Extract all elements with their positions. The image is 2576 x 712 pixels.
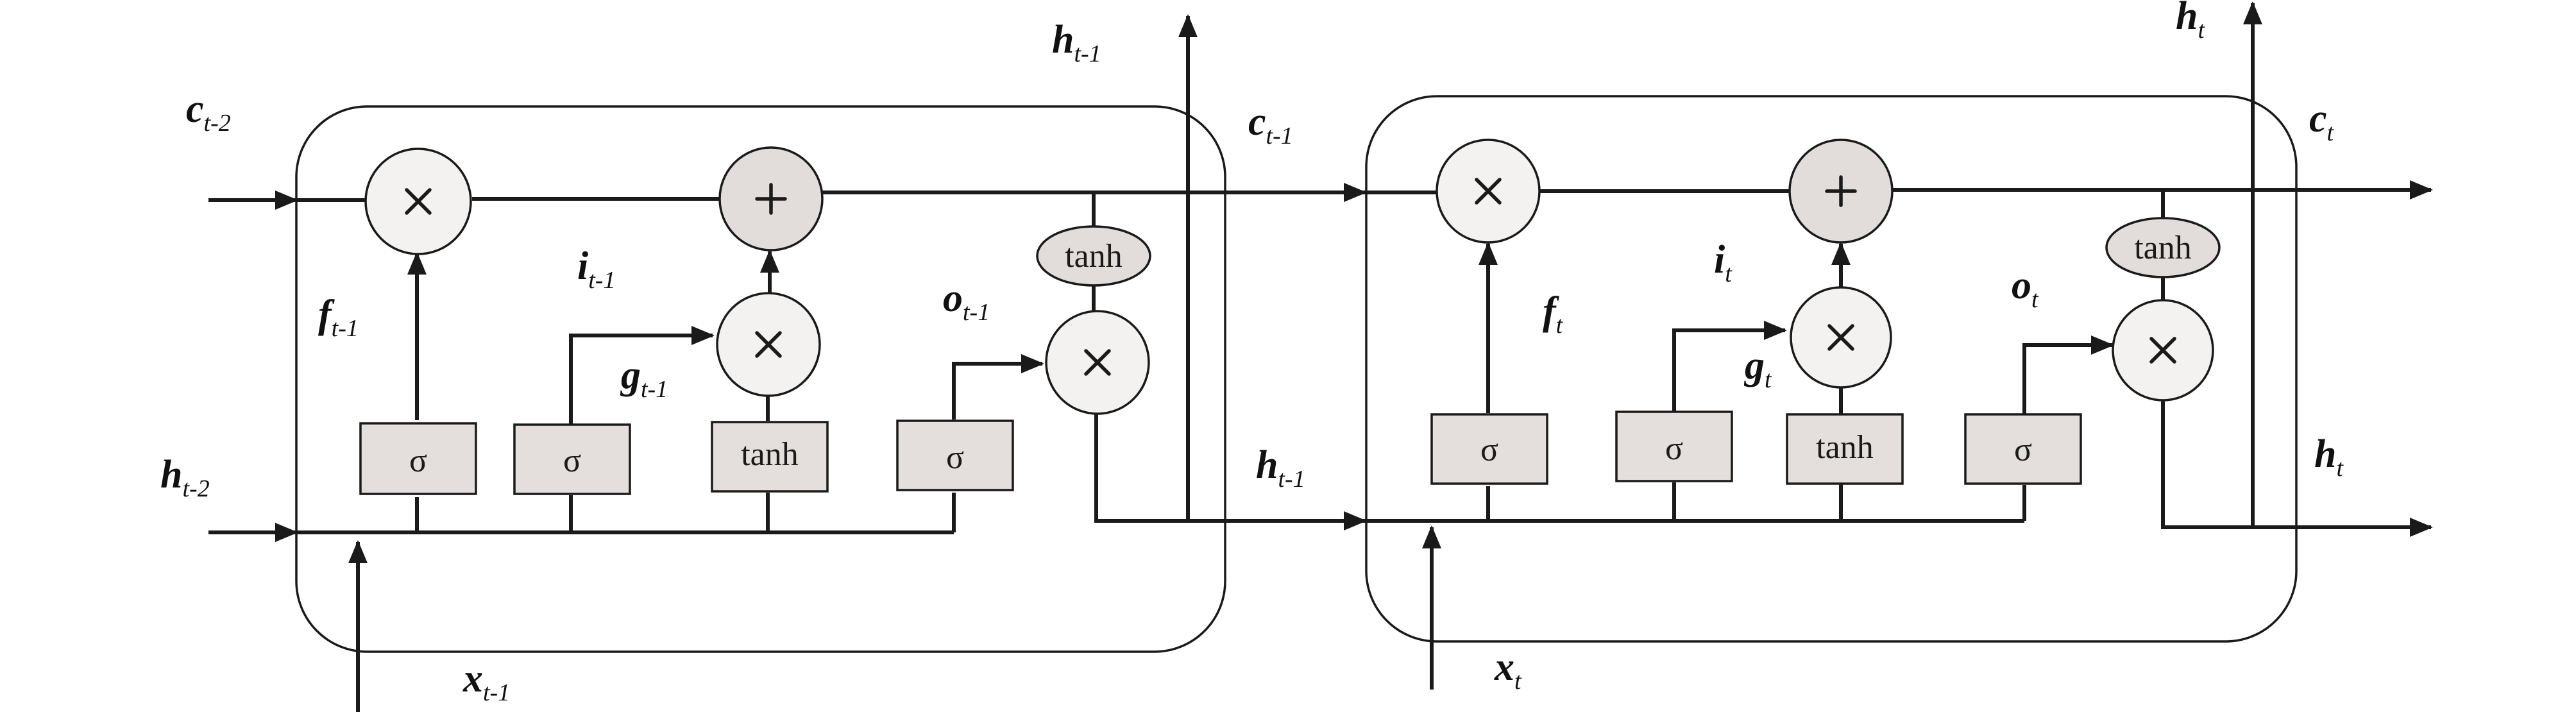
input-gate-wire bbox=[569, 326, 715, 425]
label-c-t-minus-2: ct-2 bbox=[186, 87, 231, 137]
sigma-label: σ bbox=[1665, 430, 1683, 467]
candidate-gate-box: tanh bbox=[1786, 413, 1904, 485]
label-h-t-minus-2: ht-2 bbox=[160, 453, 210, 502]
sigma-label: σ bbox=[2014, 432, 2032, 468]
variable-labels: ct-2 ht-2 ft-1 it-1 gt-1 ot-1 ht-1 ct-1 … bbox=[160, 0, 2344, 706]
plus-icon bbox=[755, 183, 787, 215]
output-gate-box: σ bbox=[896, 420, 1014, 491]
input-gate-box: σ bbox=[1615, 411, 1733, 482]
wires-left bbox=[208, 14, 1367, 712]
label-h-t-minus-1-mid: ht-1 bbox=[1256, 443, 1305, 493]
label-o-t: ot bbox=[2012, 264, 2039, 313]
input-gate-box: σ bbox=[513, 423, 631, 495]
candidate-gate-box: tanh bbox=[711, 421, 829, 493]
cell-boundary-left bbox=[295, 105, 1226, 653]
input-gate-wire bbox=[1672, 321, 1787, 412]
forget-gate-box: σ bbox=[1430, 413, 1548, 485]
label-i-t-minus-1: it-1 bbox=[577, 244, 615, 294]
sigma-label: σ bbox=[1480, 432, 1498, 468]
forget-multiply-node bbox=[1436, 139, 1541, 244]
tanh-label: tanh bbox=[2134, 230, 2192, 266]
output-gate-wire bbox=[2022, 335, 2114, 414]
label-c-t: ct bbox=[2309, 97, 2335, 146]
label-x-t-minus-1: xt-1 bbox=[462, 657, 510, 706]
tanh-label: tanh bbox=[1816, 429, 1874, 466]
label-f-t: ft bbox=[1543, 289, 1564, 339]
output-multiply-node bbox=[1045, 310, 1150, 415]
forget-gate-box: σ bbox=[359, 422, 477, 495]
cell-boundary-right bbox=[1365, 95, 2298, 643]
cell-add-node bbox=[718, 146, 824, 251]
label-x-t: xt bbox=[1494, 645, 1522, 695]
label-h-t-minus-1-top: ht-1 bbox=[1052, 18, 1101, 67]
hidden-output-wire bbox=[2161, 401, 2433, 537]
wires-right bbox=[1365, 1, 2433, 690]
multiply-icon bbox=[405, 188, 432, 215]
multiply-icon bbox=[1827, 324, 1854, 351]
output-gate-box: σ bbox=[1964, 413, 2082, 485]
label-h-t-top: ht bbox=[2176, 0, 2205, 44]
multiply-icon bbox=[1475, 178, 1502, 205]
tanh-label: tanh bbox=[741, 436, 799, 473]
input-multiply-node bbox=[716, 292, 821, 397]
label-i-t: it bbox=[1714, 238, 1733, 287]
lstm-cell-left: σ σ tanh σ tanh bbox=[208, 14, 1367, 712]
label-f-t-minus-1: ft-1 bbox=[318, 292, 359, 342]
cell-add-node bbox=[1788, 139, 1894, 244]
gates-right: σ σ tanh σ tanh bbox=[1430, 217, 2221, 485]
tanh-label: tanh bbox=[1065, 238, 1123, 275]
operators-right bbox=[1436, 139, 2214, 402]
label-g-t: gt bbox=[1743, 344, 1772, 393]
operators-left bbox=[364, 146, 1150, 415]
cell-tanh-ellipse: tanh bbox=[2105, 217, 2221, 278]
gates-left: σ σ tanh σ tanh bbox=[359, 225, 1151, 495]
label-c-t-minus-1: ct-1 bbox=[1248, 100, 1293, 149]
label-g-t-minus-1: gt-1 bbox=[620, 353, 668, 403]
hidden-output-wire bbox=[1094, 414, 1367, 530]
output-multiply-node bbox=[2112, 299, 2214, 402]
multiply-icon bbox=[2149, 337, 2176, 364]
plus-icon bbox=[1825, 175, 1857, 207]
label-h-t-right: ht bbox=[2314, 432, 2344, 482]
sigma-label: σ bbox=[946, 439, 964, 476]
multiply-icon bbox=[1084, 349, 1111, 376]
sigma-label: σ bbox=[409, 443, 427, 479]
lstm-cell-right: σ σ tanh σ tanh bbox=[1365, 1, 2433, 690]
output-gate-wire bbox=[952, 354, 1044, 420]
label-o-t-minus-1: ot-1 bbox=[943, 276, 990, 326]
sigma-label: σ bbox=[563, 443, 581, 479]
multiply-icon bbox=[755, 331, 782, 358]
input-multiply-node bbox=[1790, 286, 1892, 389]
forget-multiply-node bbox=[364, 148, 472, 255]
cell-tanh-ellipse: tanh bbox=[1036, 225, 1151, 287]
